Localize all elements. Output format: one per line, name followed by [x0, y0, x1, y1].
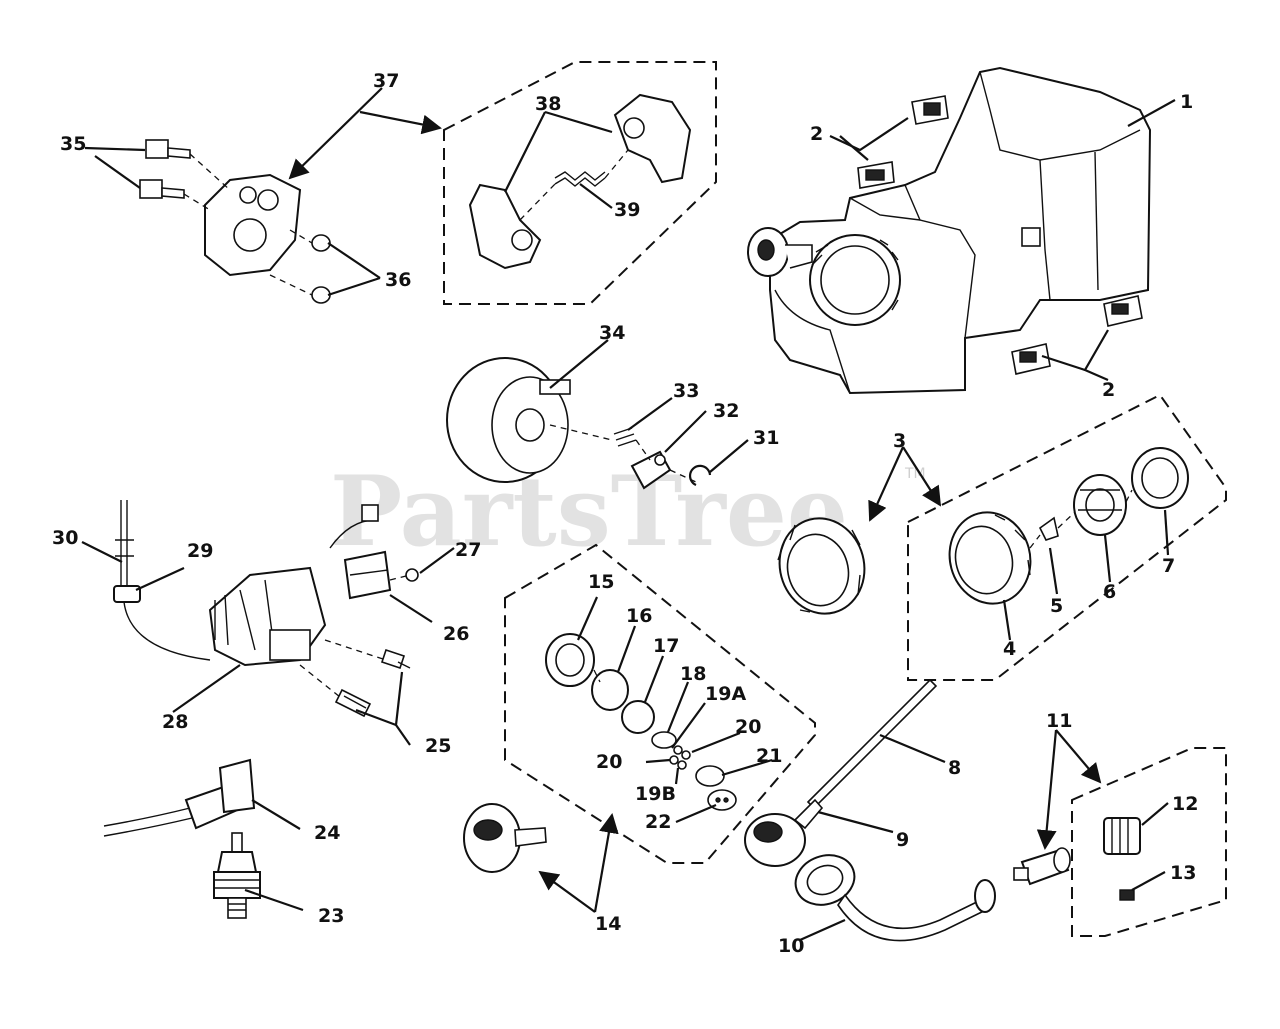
leader-lines: [81, 87, 1176, 942]
callout-38: 38: [535, 93, 561, 115]
part-12-filter-element: [1103, 817, 1141, 855]
callout-12: 12: [1172, 793, 1198, 815]
part-36-washers: [311, 234, 331, 304]
part-18-plate: [651, 731, 677, 749]
group-box-primer-parts: [907, 393, 1227, 681]
part-8-fuel-line: [806, 678, 938, 810]
part-39-spring: [554, 171, 606, 187]
part-29-grommet: [113, 500, 211, 661]
guide-flywheel: [549, 424, 697, 483]
guide-screws: [299, 639, 387, 698]
callout-20-right: 20: [735, 716, 761, 738]
watermark-trademark: TM: [904, 466, 926, 482]
callout-5: 5: [1050, 595, 1063, 617]
callout-24: 24: [314, 822, 340, 844]
guide-washer-1: [289, 229, 313, 244]
part-17-gasket: [621, 700, 655, 734]
guide-washer-2: [269, 274, 313, 296]
part-25-screws: [334, 648, 411, 718]
guide-switch: [389, 575, 407, 581]
callout-27: 27: [455, 539, 481, 561]
part-2-clips: [857, 95, 1143, 375]
group-box-fuel-filter: [1071, 747, 1227, 937]
part-15-cover: [545, 633, 595, 687]
callout-19A: 19A: [705, 683, 746, 705]
part-34-flywheel: [446, 357, 571, 483]
callout-30: 30: [52, 527, 78, 549]
callout-35: 35: [60, 133, 86, 155]
group-box-clutch-shoes: [443, 61, 717, 305]
callout-8: 8: [948, 757, 961, 779]
callout-20-left: 20: [596, 751, 622, 773]
callout-34: 34: [599, 322, 625, 344]
part-16-diaphragm: [591, 669, 629, 711]
part-28-ignition-module: [208, 566, 327, 667]
callout-23: 23: [318, 905, 344, 927]
part-7-retainer: [1131, 447, 1189, 509]
callout-17: 17: [653, 635, 679, 657]
part-38-shoes: [468, 93, 692, 270]
guide-bolt-2: [183, 193, 211, 211]
callout-10: 10: [778, 935, 804, 957]
guide-shoe-spring: [519, 149, 629, 221]
part-19-balls: [669, 745, 691, 770]
part-5-valve: [1038, 516, 1059, 541]
callout-7: 7: [1162, 555, 1175, 577]
callout-13: 13: [1170, 862, 1196, 884]
callout-18: 18: [680, 663, 706, 685]
callout-6: 6: [1103, 581, 1116, 603]
part-11-fuel-filter: [1013, 847, 1071, 886]
part-26-switch: [329, 504, 392, 600]
callout-16: 16: [626, 605, 652, 627]
callout-36: 36: [385, 269, 411, 291]
callout-29: 29: [187, 540, 213, 562]
guide-primer-kit: [1029, 489, 1133, 549]
callout-labels: 1 2 2 3 4 5 6 7 8 9 10 11 12 13 14 15 16…: [52, 70, 1198, 957]
callout-32: 32: [713, 400, 739, 422]
part-3-primer-cap: [777, 517, 866, 615]
part-35-bolts: [139, 139, 191, 199]
callout-2-bottom: 2: [1102, 379, 1115, 401]
callout-19B: 19B: [635, 783, 676, 805]
callout-26: 26: [443, 623, 469, 645]
callout-11: 11: [1046, 710, 1072, 732]
callout-15: 15: [588, 571, 614, 593]
part-9-primer-bulb: [744, 798, 824, 867]
guide-carb-kit: [593, 669, 601, 683]
part-23-spark-plug: [213, 832, 261, 919]
part-6-bulb: [1073, 474, 1127, 536]
watermark-text: PartsTree: [330, 455, 848, 568]
part-10-grommet-hose: [794, 854, 996, 942]
callout-14: 14: [595, 913, 621, 935]
callout-1: 1: [1180, 91, 1193, 113]
part-13-filter-cap: [1119, 889, 1135, 901]
part-14-carburetor: [463, 803, 547, 873]
callout-37: 37: [373, 70, 399, 92]
part-31-clip: [688, 464, 712, 487]
guide-bolt-1: [189, 153, 231, 191]
part-24-boot: [103, 758, 256, 837]
part-33-spring: [613, 427, 637, 447]
callout-3: 3: [893, 430, 906, 452]
part-37-clutch: [204, 173, 302, 277]
callout-9: 9: [896, 829, 909, 851]
part-27-screw: [405, 568, 419, 582]
callout-21: 21: [756, 745, 782, 767]
part-4-cap: [948, 511, 1032, 605]
callout-25: 25: [425, 735, 451, 757]
part-21-seat: [695, 765, 725, 787]
callout-28: 28: [162, 711, 188, 733]
callout-4: 4: [1003, 638, 1016, 660]
group-box-carburetor-kit: [504, 543, 816, 864]
callout-39: 39: [614, 199, 640, 221]
callout-33: 33: [673, 380, 699, 402]
callout-31: 31: [753, 427, 779, 449]
callout-2-top: 2: [810, 123, 823, 145]
part-1-tank-housing: [747, 66, 1152, 395]
callout-22: 22: [645, 811, 671, 833]
part-30-wire-end: [115, 539, 134, 557]
